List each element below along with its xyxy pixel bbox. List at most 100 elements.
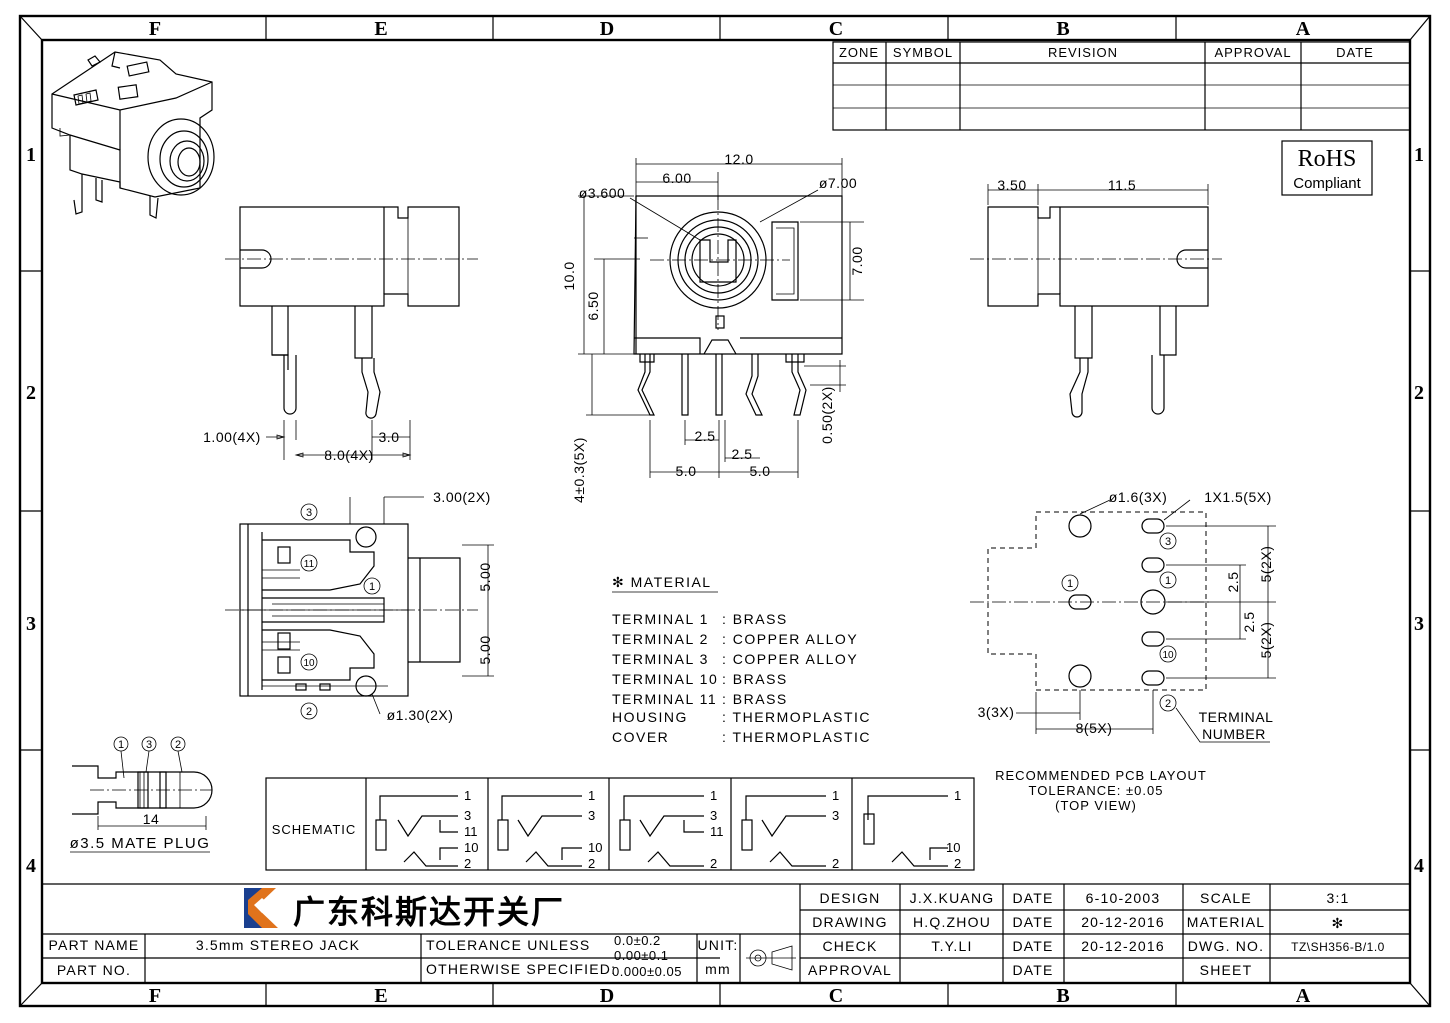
zone-row-left: 1 <box>26 144 36 166</box>
material-name: TERMINAL 1 <box>612 611 709 627</box>
company-logo <box>244 888 278 928</box>
material-list: ✻ MATERIAL TERMINAL 1 : BRASS TERMINAL 2… <box>612 574 871 745</box>
zone-col-top: F <box>149 18 161 40</box>
zone-row-right: 1 <box>1414 144 1424 166</box>
material-title: ✻ MATERIAL <box>612 574 712 590</box>
pcb-dim-c: 2.5 <box>1241 612 1257 633</box>
mate-plug: 1 3 2 14 ø3.5 MATE PLUG <box>70 736 213 853</box>
tol-value-1: 0.0±0.2 <box>614 933 661 948</box>
dwg-no-label: DWG. NO. <box>1188 938 1264 954</box>
drawing-label: DRAWING <box>812 914 888 930</box>
zone-col-bottom: E <box>374 985 387 1007</box>
material-value: : BRASS <box>722 611 788 627</box>
dim-body-height: 7.00 <box>849 246 865 275</box>
revision-table: ZONE SYMBOL REVISION APPROVAL DATE <box>832 41 1411 131</box>
dim-terminal-width: 1.00(4X) <box>203 429 261 445</box>
zone-row-right: 2 <box>1414 382 1424 404</box>
material-value: : THERMOPLASTIC <box>722 709 871 725</box>
zone-col-top: C <box>829 18 843 40</box>
schematic-pin: 3 <box>710 808 717 823</box>
rohs-badge: RoHS Compliant <box>1281 140 1373 196</box>
top-terminal-label: 1 <box>369 581 375 593</box>
dim-pitch-b: 2.5 <box>732 446 753 462</box>
dim-terminal-offset: 3.0 <box>379 429 400 445</box>
material-name: COVER <box>612 729 669 745</box>
rev-header-approval: APPROVAL <box>1214 45 1291 60</box>
side-view-right: 3.50 11.5 <box>970 177 1222 418</box>
zone-col-top: E <box>374 18 387 40</box>
dim-lower-half: 5.00 <box>477 635 493 664</box>
material-name: TERMINAL 2 <box>612 631 709 647</box>
dim-terminal-spacing: 8.0(4X) <box>324 447 373 463</box>
design-label: DESIGN <box>820 890 881 906</box>
pcb-terminal-label-1: TERMINAL <box>1199 709 1274 725</box>
material-value: : COPPER ALLOY <box>722 631 858 647</box>
zone-col-bottom: A <box>1296 985 1311 1007</box>
schematic-pin: 2 <box>832 856 839 871</box>
border-frame <box>18 14 1432 1008</box>
schematic-label: SCHEMATIC <box>272 822 357 837</box>
top-terminal-label: 2 <box>306 706 312 718</box>
zone-col-bottom: B <box>1056 985 1069 1007</box>
dim-hole-dia: ø3.600 <box>579 185 626 201</box>
schematic-pin: 11 <box>464 824 478 839</box>
schematic-pin: 1 <box>954 788 961 803</box>
schematic-panel: 1 3 11 10 2 <box>375 788 478 871</box>
unit-value: mm <box>705 961 731 977</box>
plug-dim-length: 14 <box>143 811 160 827</box>
part-name-value: 3.5mm STEREO JACK <box>196 937 360 953</box>
dim-upper-half: 5.00 <box>477 562 493 591</box>
title-block: 广东科斯达开关厂 PART NAME 3.5mm STEREO JACK PAR… <box>42 883 1410 983</box>
dim-pitch-a: 2.5 <box>695 428 716 444</box>
rohs-subtitle: Compliant <box>1293 175 1361 192</box>
tol-value-2: 0.00±0.1 <box>614 948 669 963</box>
dim-front-width: 12.0 <box>724 151 753 167</box>
dim-pitch-d: 5.0 <box>750 463 771 479</box>
pcb-terminal-label: 1 <box>1165 575 1171 587</box>
schematic-pin: 1 <box>710 788 717 803</box>
drawing-name: H.Q.ZHOU <box>913 914 991 930</box>
pcb-layout: 1 3 1 10 2 ø1.6(3X) 1X1.5(5X) 2.5 5(2X) … <box>970 489 1276 813</box>
zone-row-left: 4 <box>26 855 36 877</box>
rohs-title: RoHS <box>1298 146 1357 172</box>
material-name: HOUSING <box>612 709 688 725</box>
zone-col-top: A <box>1296 18 1311 40</box>
plug-label: ø3.5 MATE PLUG <box>70 835 211 852</box>
material-name: TERMINAL 11 <box>612 691 717 707</box>
pcb-view: (TOP VIEW) <box>1055 798 1137 813</box>
schematic-panel: 1 3 2 <box>741 788 839 871</box>
schematic-table: SCHEMATIC 1 3 11 10 2 1 3 10 2 <box>265 777 975 871</box>
zone-col-bottom: C <box>829 985 843 1007</box>
pcb-dim-b: 5(2X) <box>1258 546 1274 583</box>
scale-label: SCALE <box>1200 890 1252 906</box>
zone-row-left: 2 <box>26 382 36 404</box>
dim-front-height: 10.0 <box>561 261 577 290</box>
approval-label: APPROVAL <box>808 962 892 978</box>
schematic-pin: 3 <box>464 808 471 823</box>
schematic-pin: 10 <box>464 840 478 855</box>
pcb-dim-hole: ø1.6(3X) <box>1109 489 1167 505</box>
dim-pin-thickness: 0.50(2X) <box>819 386 835 444</box>
dim-pitch-c: 5.0 <box>676 463 697 479</box>
drawing-date-label: DATE <box>1012 914 1053 930</box>
design-name: J.X.KUANG <box>910 890 995 906</box>
part-name-label: PART NAME <box>49 937 140 953</box>
design-date-label: DATE <box>1012 890 1053 906</box>
company-name: 广东科斯达开关厂 <box>293 893 565 931</box>
check-label: CHECK <box>822 938 877 954</box>
dim-front-center: 6.00 <box>662 170 691 186</box>
plug-number: 3 <box>146 739 152 751</box>
dim-hole-dia-top: ø1.30(2X) <box>387 707 454 723</box>
design-date: 6-10-2003 <box>1086 890 1161 906</box>
zone-row-left: 3 <box>26 613 36 635</box>
top-view: 3 11 1 10 2 3.00(2X) 5.00 5.00 ø1.30(2X) <box>225 489 494 723</box>
dim-right-a: 3.50 <box>997 177 1026 193</box>
material-name: TERMINAL 10 <box>612 671 718 687</box>
schematic-pin: 1 <box>832 788 839 803</box>
pcb-terminal-label: 1 <box>1067 578 1073 590</box>
zone-row-right: 3 <box>1414 613 1424 635</box>
side-view-left: 1.00(4X) 8.0(4X) 3.0 <box>203 206 478 463</box>
check-name: T.Y.LI <box>931 938 972 954</box>
pcb-terminal-label: 10 <box>1162 650 1174 661</box>
